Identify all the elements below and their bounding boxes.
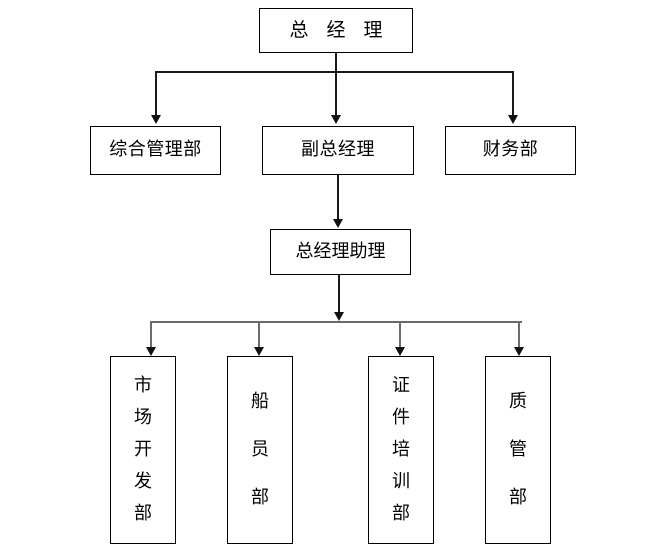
vertical-char: 员: [251, 439, 269, 460]
arrowhead-deputy-gm: [331, 115, 341, 124]
vertical-char: 开: [134, 439, 152, 460]
arrowhead-cert-training: [395, 347, 405, 356]
connector-level1-bus: [155, 71, 514, 73]
vertical-char: 部: [251, 487, 269, 508]
connector-root-stem: [335, 53, 337, 73]
node-general-manager[interactable]: 总 经 理: [259, 8, 413, 53]
arrowhead-market: [146, 347, 156, 356]
node-crew-dept[interactable]: 船员部: [227, 356, 293, 544]
node-market-development-dept-label: 市场开发部: [111, 357, 175, 543]
vertical-char: 场: [134, 407, 152, 428]
arrowhead-quality: [514, 347, 524, 356]
vertical-char: 质: [509, 391, 527, 412]
vertical-char: 部: [392, 503, 410, 524]
arrowhead-admin: [151, 115, 161, 124]
vertical-char: 培: [392, 439, 410, 460]
connector-assistant-stem: [338, 275, 340, 315]
node-certificate-training-dept-label: 证件培训部: [369, 357, 433, 543]
node-deputy-general-manager[interactable]: 副总经理: [262, 126, 414, 175]
vertical-char: 发: [134, 471, 152, 492]
arrowhead-gm-assistant: [333, 219, 343, 228]
vertical-char: 市: [134, 375, 152, 396]
node-general-admin-dept-label: 综合管理部: [109, 139, 202, 161]
vertical-char: 部: [134, 503, 152, 524]
arrowhead-crew: [254, 347, 264, 356]
vertical-char: 证: [392, 375, 410, 396]
connector-drop-finance: [512, 71, 514, 117]
connector-drop-deputy-gm: [335, 71, 337, 117]
arrowhead-finance: [508, 115, 518, 124]
node-gm-assistant-label: 总经理助理: [295, 240, 386, 262]
connector-deputy-to-assistant: [337, 175, 339, 221]
connector-drop-crew: [258, 321, 261, 349]
vertical-char: 训: [392, 471, 410, 492]
node-quality-management-dept-label: 质管部: [486, 357, 550, 543]
node-quality-management-dept[interactable]: 质管部: [485, 356, 551, 544]
node-general-admin-dept[interactable]: 综合管理部: [90, 126, 221, 175]
connector-drop-quality: [518, 321, 521, 349]
node-certificate-training-dept[interactable]: 证件培训部: [368, 356, 434, 544]
node-market-development-dept[interactable]: 市场开发部: [110, 356, 176, 544]
vertical-char: 件: [392, 407, 410, 428]
vertical-char: 管: [509, 439, 527, 460]
connector-drop-market: [150, 321, 153, 349]
node-gm-assistant[interactable]: 总经理助理: [270, 229, 411, 275]
connector-level3-bus: [150, 321, 522, 324]
arrowhead-assistant-bus: [334, 312, 344, 321]
node-deputy-general-manager-label: 副总经理: [301, 139, 375, 161]
node-finance-dept-label: 财务部: [482, 139, 539, 161]
connector-drop-cert-training: [399, 321, 402, 349]
node-crew-dept-label: 船员部: [228, 357, 292, 543]
vertical-char: 部: [509, 487, 527, 508]
vertical-char: 船: [251, 391, 269, 412]
connector-drop-admin: [155, 71, 157, 117]
node-finance-dept[interactable]: 财务部: [445, 126, 576, 175]
node-general-manager-label: 总 经 理: [289, 18, 389, 41]
